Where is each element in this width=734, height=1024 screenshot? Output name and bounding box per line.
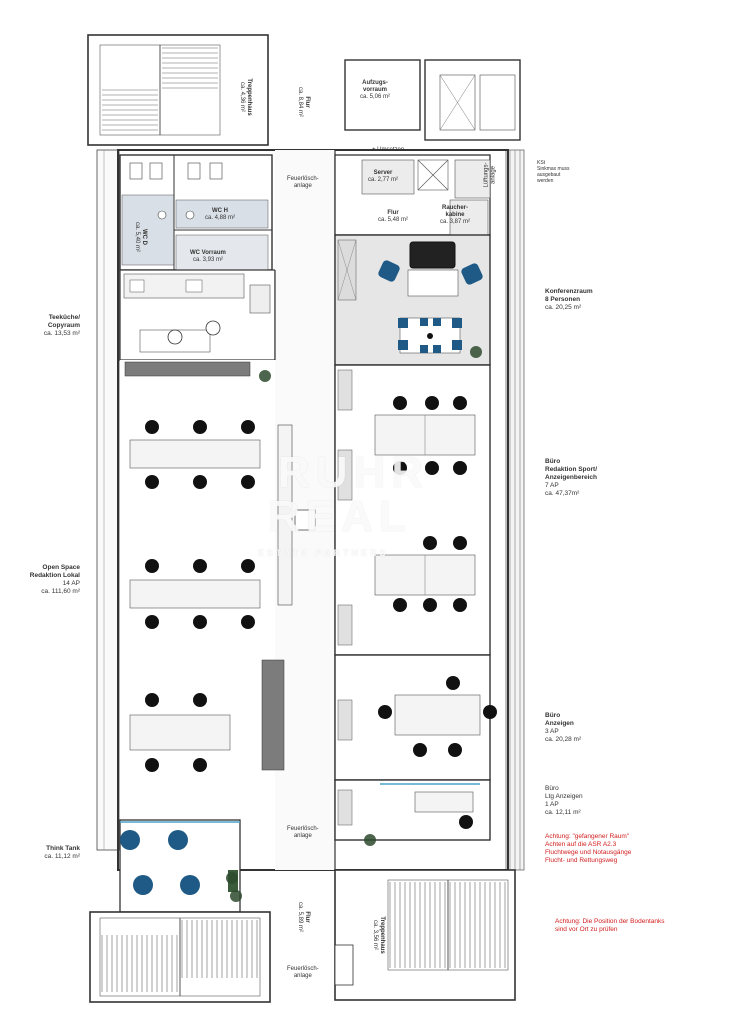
kitchen-copy (119, 269, 276, 361)
label-thinktank: Think Tank ca. 11,12 m² (44, 845, 80, 860)
facade-right (505, 149, 525, 871)
room-lueft: Lüftungs-anlage (483, 162, 497, 188)
watermark-line3: ESTATE PARTNERS (258, 548, 389, 558)
watermark-line2: REAL (268, 492, 412, 541)
plants (226, 346, 482, 902)
plant-icon (364, 834, 376, 846)
room-umsetzen: + Umsetzen (372, 147, 405, 153)
note-gefangener-raum: Achtung: "gefangener Raum"Achten auf die… (545, 833, 632, 864)
think-tank (119, 819, 241, 913)
open-space (120, 360, 316, 810)
stair-treads (101, 47, 506, 992)
plant-icon (259, 370, 271, 382)
plant-icon (226, 872, 238, 884)
label-ksk: KSt Sinkmax muss ausgebaut werden (537, 160, 570, 184)
room-anlage1: Feuerlösch-anlage (287, 176, 319, 189)
watermark-line1: RUHR (278, 448, 430, 497)
server-zone (334, 154, 491, 236)
office-ltg (334, 779, 491, 841)
conference-room (334, 234, 491, 366)
office-anzeigen (334, 654, 497, 781)
plant-icon (470, 346, 482, 358)
room-anlage3: Feuerlösch-anlage (287, 966, 319, 979)
room-anlage2: Feuerlösch-anlage (287, 826, 319, 839)
office-sport (334, 364, 491, 656)
facade-left (96, 149, 120, 851)
sanitary-block (119, 154, 273, 271)
elevator-area (344, 59, 521, 141)
plant-icon (230, 890, 242, 902)
label-teekueche: Teeküche/Copyraum ca. 13,53 m² (43, 314, 80, 337)
